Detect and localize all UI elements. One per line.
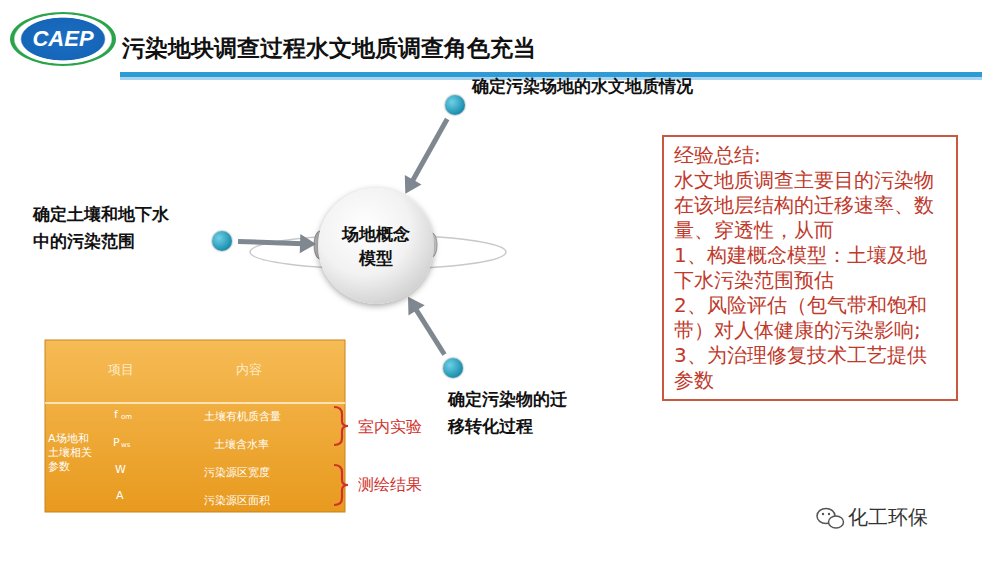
param-subscript: om <box>121 413 132 422</box>
box-body: 1、构建概念模型：土壤及地下水污染范围预估 <box>674 243 946 293</box>
param-symbol: P <box>113 436 120 450</box>
bracket-note: 测绘结果 <box>358 475 422 495</box>
param-symbol: A <box>116 489 124 503</box>
concept-sphere: 场地概念模型 <box>318 188 434 304</box>
slide-title: 污染地块调查过程水文地质调查角色充当 <box>122 33 536 64</box>
summary-box: 经验总结:水文地质调查主要目的污染物在该地层结构的迁移速率、数量、穿透性，从而1… <box>662 135 958 401</box>
table-cell: 污染源区面积 <box>204 494 270 508</box>
bullet-dot: 确定污染物的迁移转化过程 <box>443 358 463 378</box>
sphere-label: 场地概念模型 <box>340 222 412 270</box>
bullet-dot: 确定土壤和地下水中的污染范围 <box>212 231 232 251</box>
table-header: 内容 <box>236 362 262 378</box>
arrow-head <box>405 175 422 194</box>
bullet-dot: 确定污染场地的水文地质情况 <box>445 95 465 115</box>
arrow-shaft <box>238 242 303 244</box>
bracket-note: 室内实验 <box>358 417 422 437</box>
table-cell: 污染源区宽度 <box>204 466 270 480</box>
bracket <box>334 407 348 445</box>
wechat-icon <box>817 509 844 529</box>
arrow-shaft <box>415 308 445 355</box>
table-cell: A场地和土壤相关参数 <box>48 432 94 473</box>
box-heading: 经验总结: <box>674 143 946 168</box>
watermark: 化工环保 <box>848 505 928 530</box>
flow-arrow <box>408 297 444 355</box>
dot-label: 确定污染场地的水文地质情况 <box>472 73 742 100</box>
arrow-head <box>408 297 425 316</box>
dot-label: 确定土壤和地下水中的污染范围 <box>33 201 183 255</box>
table-cell: 土壤含水率 <box>214 438 269 452</box>
param-symbol: W <box>115 463 126 477</box>
param-symbol: f <box>114 408 118 422</box>
table-rule <box>45 402 345 404</box>
box-body: 3、为治理修复技术工艺提供参数 <box>674 343 946 393</box>
parameter-table <box>45 340 345 512</box>
box-body: 水文地质调查主要目的污染物在该地层结构的迁移速率、数量、穿透性，从而 <box>674 168 946 243</box>
box-body: 2、风险评估（包气带和饱和带）对人体健康的污染影响; <box>674 293 946 343</box>
arrow-head <box>300 234 316 253</box>
table-header: 项目 <box>108 362 134 378</box>
logo-text: CAEP <box>32 26 93 52</box>
table-cell: 土壤有机质含量 <box>204 410 281 424</box>
flow-arrow <box>405 119 447 194</box>
arrow-shaft <box>412 119 448 183</box>
flow-arrow <box>238 234 316 253</box>
bracket <box>334 465 348 505</box>
logo-ellipse: CAEP <box>10 12 116 66</box>
dot-label: 确定污染物的迁移转化过程 <box>448 386 576 440</box>
param-subscript: ws <box>121 441 130 450</box>
